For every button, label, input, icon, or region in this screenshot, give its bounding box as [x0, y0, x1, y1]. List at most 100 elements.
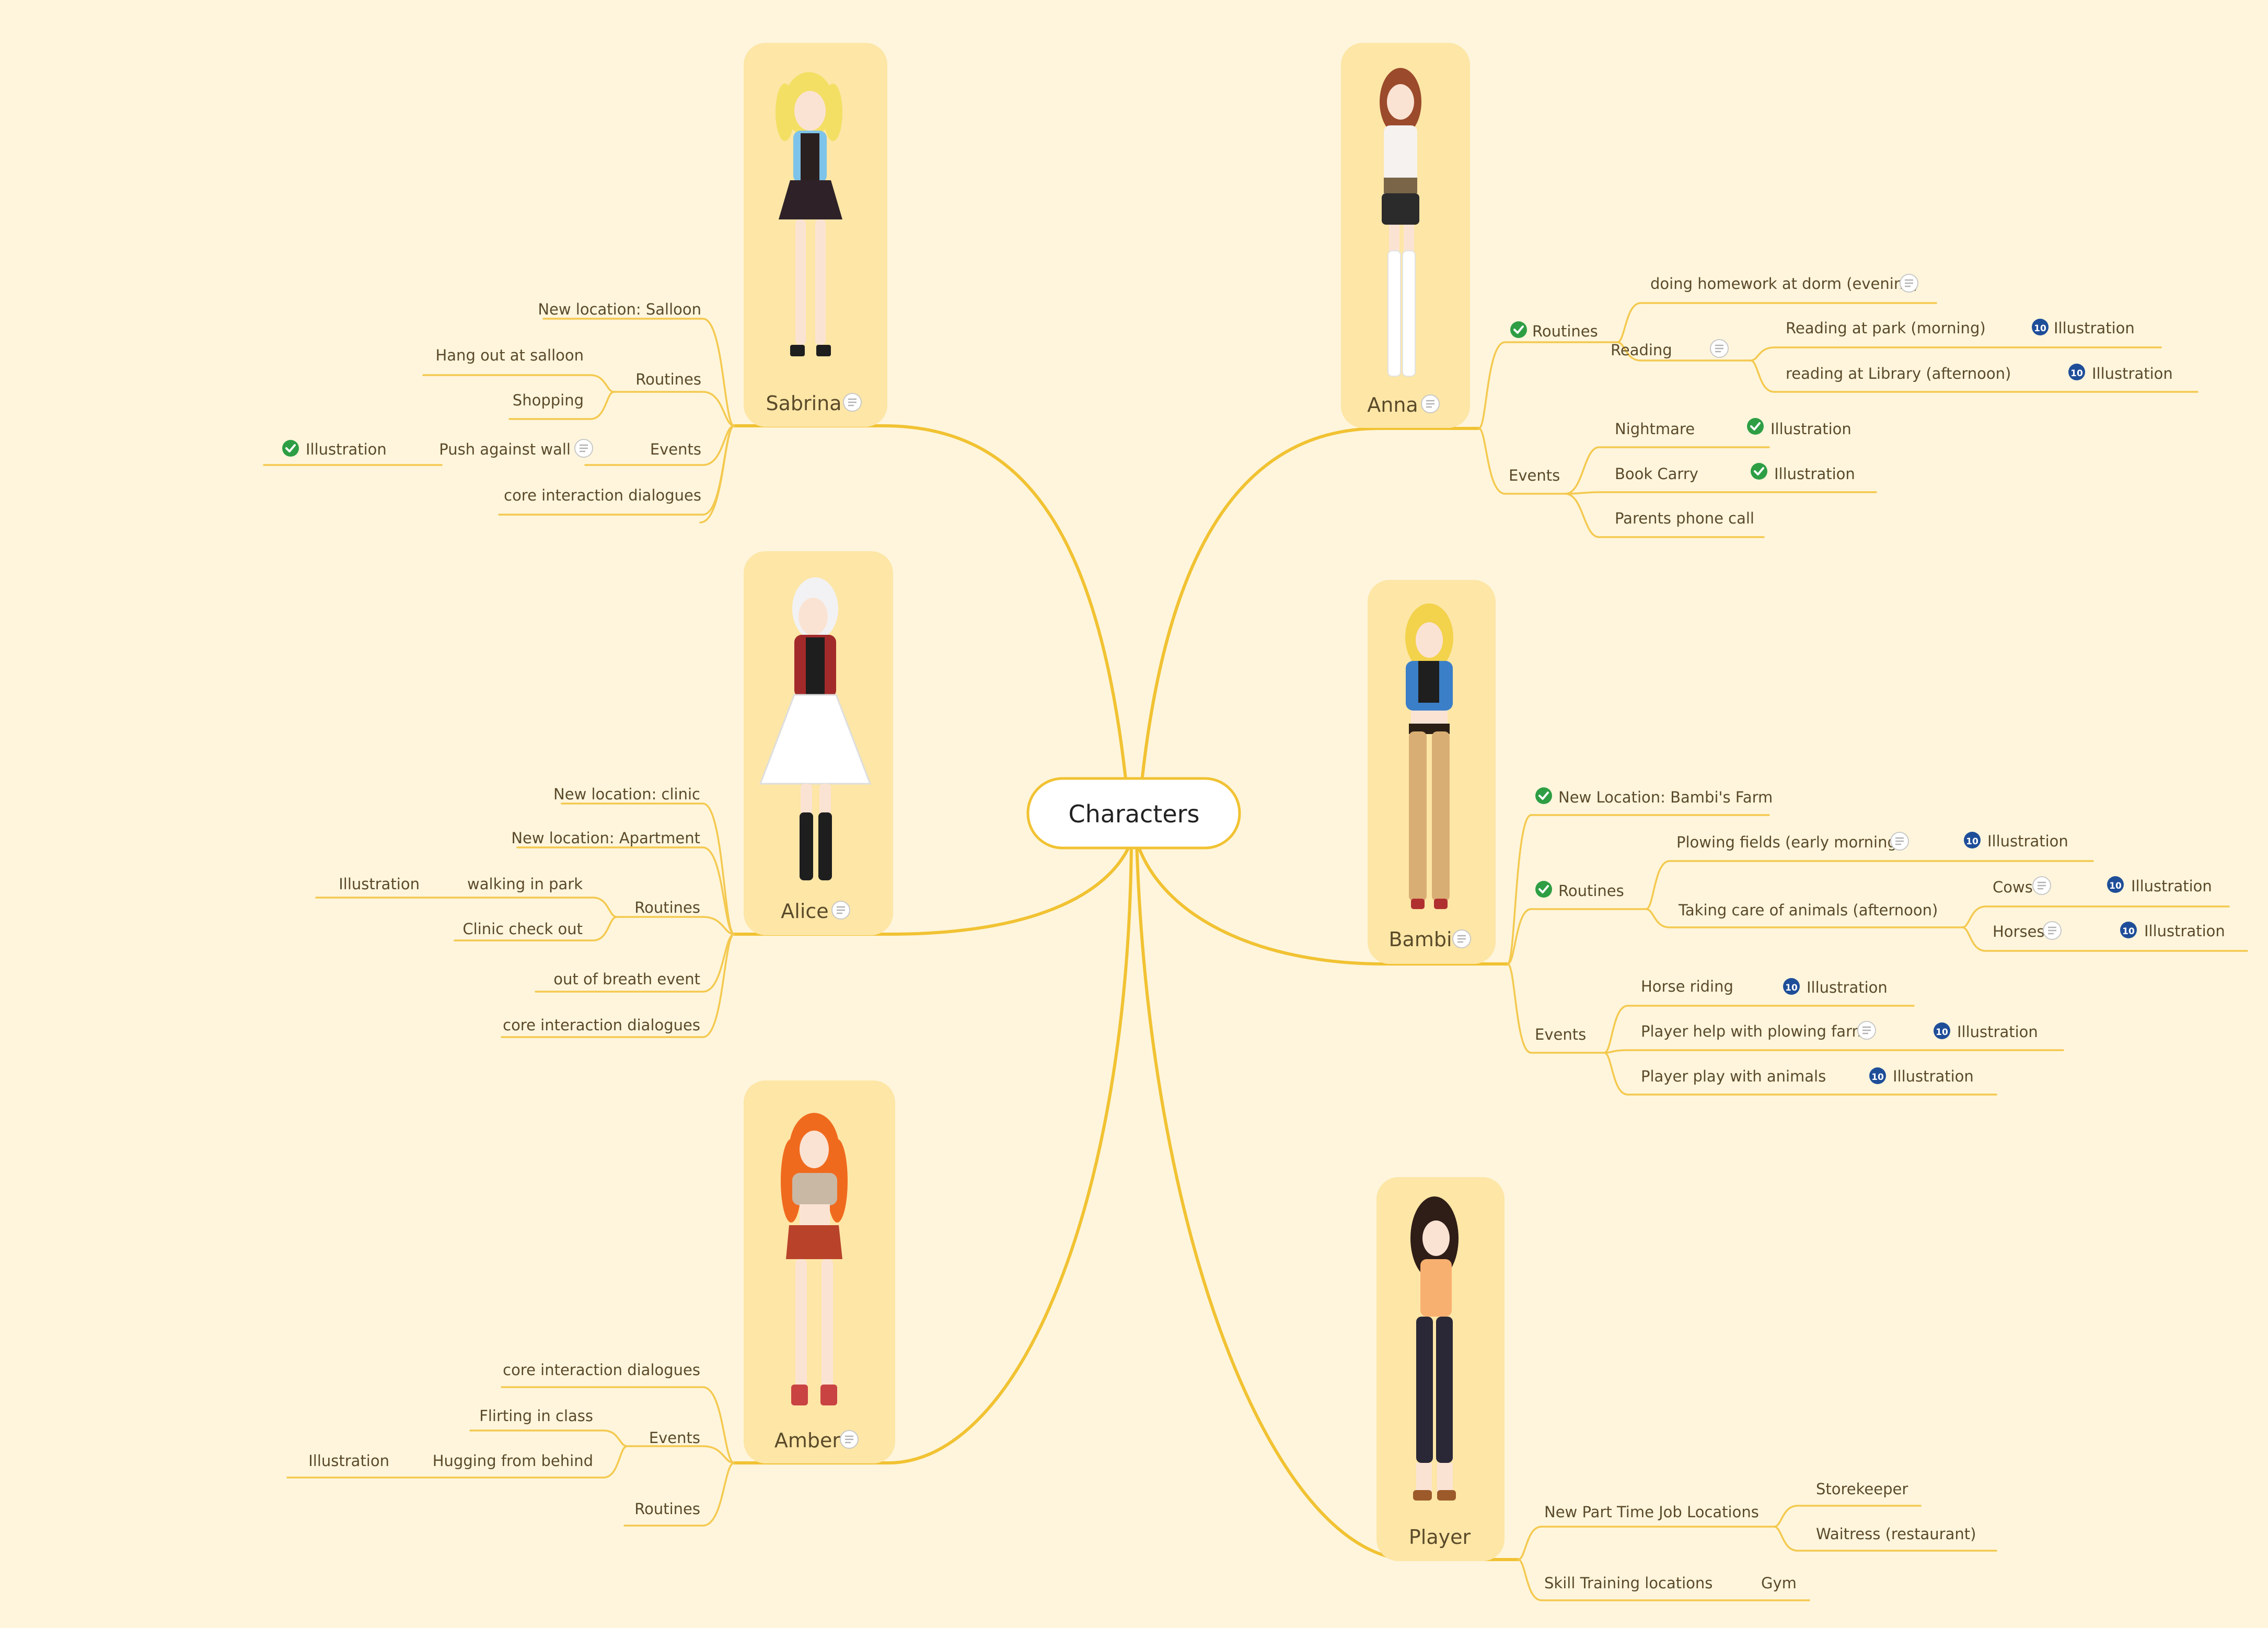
anna-reading-1[interactable]: reading at Library (afternoon) — [1786, 365, 2011, 382]
bambi-animal-0[interactable]: Cows — [1993, 878, 2033, 896]
card-bambi[interactable]: Bambi — [1368, 580, 1496, 964]
bambi-routines-label[interactable]: Routines — [1558, 882, 1624, 900]
sabrina-portrait — [776, 72, 842, 356]
alice-subtree: New location: clinic New location: Apart… — [315, 785, 735, 1038]
anna-reading-1-tag[interactable]: Illustration — [2092, 365, 2173, 382]
check-icon — [1509, 320, 1528, 339]
anna-event-1-tag[interactable]: Illustration — [1774, 465, 1855, 483]
note-icon[interactable] — [1709, 339, 1729, 358]
svg-text:10: 10 — [2109, 881, 2122, 891]
sabrina-dialogues[interactable]: core interaction dialogues — [504, 486, 701, 504]
anna-reading-label[interactable]: Reading — [1611, 341, 1672, 359]
amber-event-1[interactable]: Hugging from behind — [433, 1452, 593, 1470]
anna-portrait — [1380, 68, 1421, 377]
note-icon[interactable] — [2032, 876, 2052, 896]
alice-new-location-2[interactable]: New location: Apartment — [511, 829, 700, 847]
central-topic-label: Characters — [1068, 800, 1199, 828]
card-amber[interactable]: Amber — [744, 1080, 895, 1463]
note-icon[interactable] — [1890, 831, 1910, 851]
note-icon[interactable] — [1899, 273, 1919, 293]
central-topic[interactable]: Characters — [1026, 777, 1241, 850]
amber-events-label[interactable]: Events — [649, 1429, 700, 1447]
bambi-portrait — [1405, 603, 1453, 909]
anna-reading-0[interactable]: Reading at park (morning) — [1786, 319, 1986, 337]
bambi-new-location[interactable]: New Location: Bambi's Farm — [1558, 788, 1773, 806]
alice-portrait — [759, 577, 872, 880]
note-icon[interactable] — [574, 438, 594, 458]
check-icon — [1750, 462, 1768, 481]
card-alice[interactable]: Alice — [744, 551, 893, 935]
bambi-animals[interactable]: Taking care of animals (afternoon) — [1678, 901, 1938, 919]
anna-event-0[interactable]: Nightmare — [1615, 420, 1695, 438]
player-name: Player — [1409, 1526, 1471, 1549]
sabrina-new-location[interactable]: New location: Salloon — [538, 300, 701, 318]
anna-event-0-tag[interactable]: Illustration — [1771, 420, 1852, 438]
amber-dialogues[interactable]: core interaction dialogues — [503, 1361, 700, 1379]
check-icon — [1534, 880, 1553, 899]
bambi-event-0[interactable]: Horse riding — [1641, 978, 1733, 995]
card-sabrina[interactable]: Sabrina — [744, 43, 887, 427]
anna-reading-0-tag[interactable]: Illustration — [2054, 319, 2135, 337]
amber-event-0[interactable]: Flirting in class — [479, 1407, 593, 1425]
amber-portrait — [781, 1113, 848, 1405]
bambi-animal-1-tag[interactable]: Illustration — [2144, 922, 2225, 940]
player-job-0[interactable]: Storekeeper — [1816, 1480, 1908, 1498]
alice-routine-0[interactable]: walking in park — [467, 875, 583, 893]
alice-dialogues[interactable]: core interaction dialogues — [503, 1016, 700, 1034]
player-training-label[interactable]: Skill Training locations — [1544, 1574, 1712, 1592]
amber-event-tag[interactable]: Illustration — [308, 1452, 389, 1470]
bambi-event-1[interactable]: Player help with plowing farm — [1641, 1022, 1867, 1040]
player-training[interactable]: Gym — [1761, 1574, 1797, 1592]
svg-text:10: 10 — [2122, 926, 2135, 937]
bambi-plowing-tag[interactable]: Illustration — [1987, 832, 2068, 850]
alice-event[interactable]: out of breath event — [553, 970, 700, 988]
alice-routine-tag[interactable]: Illustration — [339, 875, 420, 893]
svg-text:10: 10 — [1936, 1027, 1948, 1038]
player-job-1[interactable]: Waitress (restaurant) — [1816, 1525, 1976, 1543]
note-icon[interactable] — [1452, 929, 1472, 949]
note-icon[interactable] — [831, 900, 851, 920]
svg-text:10: 10 — [2034, 323, 2046, 334]
alice-routine-1[interactable]: Clinic check out — [462, 920, 583, 938]
player-jobs-label[interactable]: New Part Time Job Locations — [1544, 1503, 1759, 1521]
check-icon — [1534, 786, 1553, 805]
bambi-name: Bambi — [1388, 928, 1452, 951]
sabrina-routine-1[interactable]: Shopping — [513, 391, 584, 409]
note-icon[interactable] — [1420, 394, 1440, 414]
anna-name: Anna — [1367, 393, 1418, 416]
note-icon[interactable] — [2042, 921, 2062, 940]
bambi-plowing[interactable]: Plowing fields (early morning) — [1676, 833, 1903, 851]
sabrina-event-tag[interactable]: Illustration — [306, 440, 387, 458]
sabrina-routines-label[interactable]: Routines — [635, 370, 701, 388]
alice-name: Alice — [781, 900, 828, 923]
card-player[interactable]: Player — [1376, 1177, 1505, 1561]
svg-text:10: 10 — [1785, 983, 1798, 993]
note-icon[interactable] — [839, 1429, 859, 1449]
anna-event-1[interactable]: Book Carry — [1615, 465, 1698, 483]
sabrina-event-0[interactable]: Push against wall — [439, 440, 571, 458]
bambi-animal-1[interactable]: Horses — [1993, 923, 2045, 940]
anna-subtree: Routines doing homework at dorm (evening… — [1478, 273, 2198, 538]
anna-homework[interactable]: doing homework at dorm (evening) — [1650, 275, 1919, 293]
bambi-events-label[interactable]: Events — [1535, 1026, 1586, 1043]
bambi-event-1-tag[interactable]: Illustration — [1957, 1023, 2038, 1041]
anna-routines-label[interactable]: Routines — [1532, 322, 1598, 340]
branch-anna — [1135, 427, 1480, 843]
branch-bambi — [1135, 840, 1509, 966]
alice-routines-label[interactable]: Routines — [634, 899, 700, 916]
sabrina-routine-0[interactable]: Hang out at salloon — [435, 346, 584, 364]
branch-alice — [733, 840, 1133, 936]
bambi-animal-0-tag[interactable]: Illustration — [2131, 877, 2212, 895]
bambi-event-0-tag[interactable]: Illustration — [1807, 979, 1888, 996]
anna-events-label[interactable]: Events — [1509, 467, 1560, 484]
branch-sabrina — [733, 424, 1133, 843]
amber-routines-label[interactable]: Routines — [634, 1500, 700, 1518]
note-icon[interactable] — [842, 392, 862, 412]
anna-event-2[interactable]: Parents phone call — [1615, 509, 1754, 527]
note-icon[interactable] — [1857, 1020, 1877, 1040]
alice-new-location-1[interactable]: New location: clinic — [553, 785, 700, 803]
sabrina-events-label[interactable]: Events — [650, 440, 701, 458]
bambi-event-2[interactable]: Player play with animals — [1641, 1067, 1826, 1085]
bambi-event-2-tag[interactable]: Illustration — [1893, 1067, 1974, 1085]
card-anna[interactable]: Anna — [1341, 43, 1470, 428]
